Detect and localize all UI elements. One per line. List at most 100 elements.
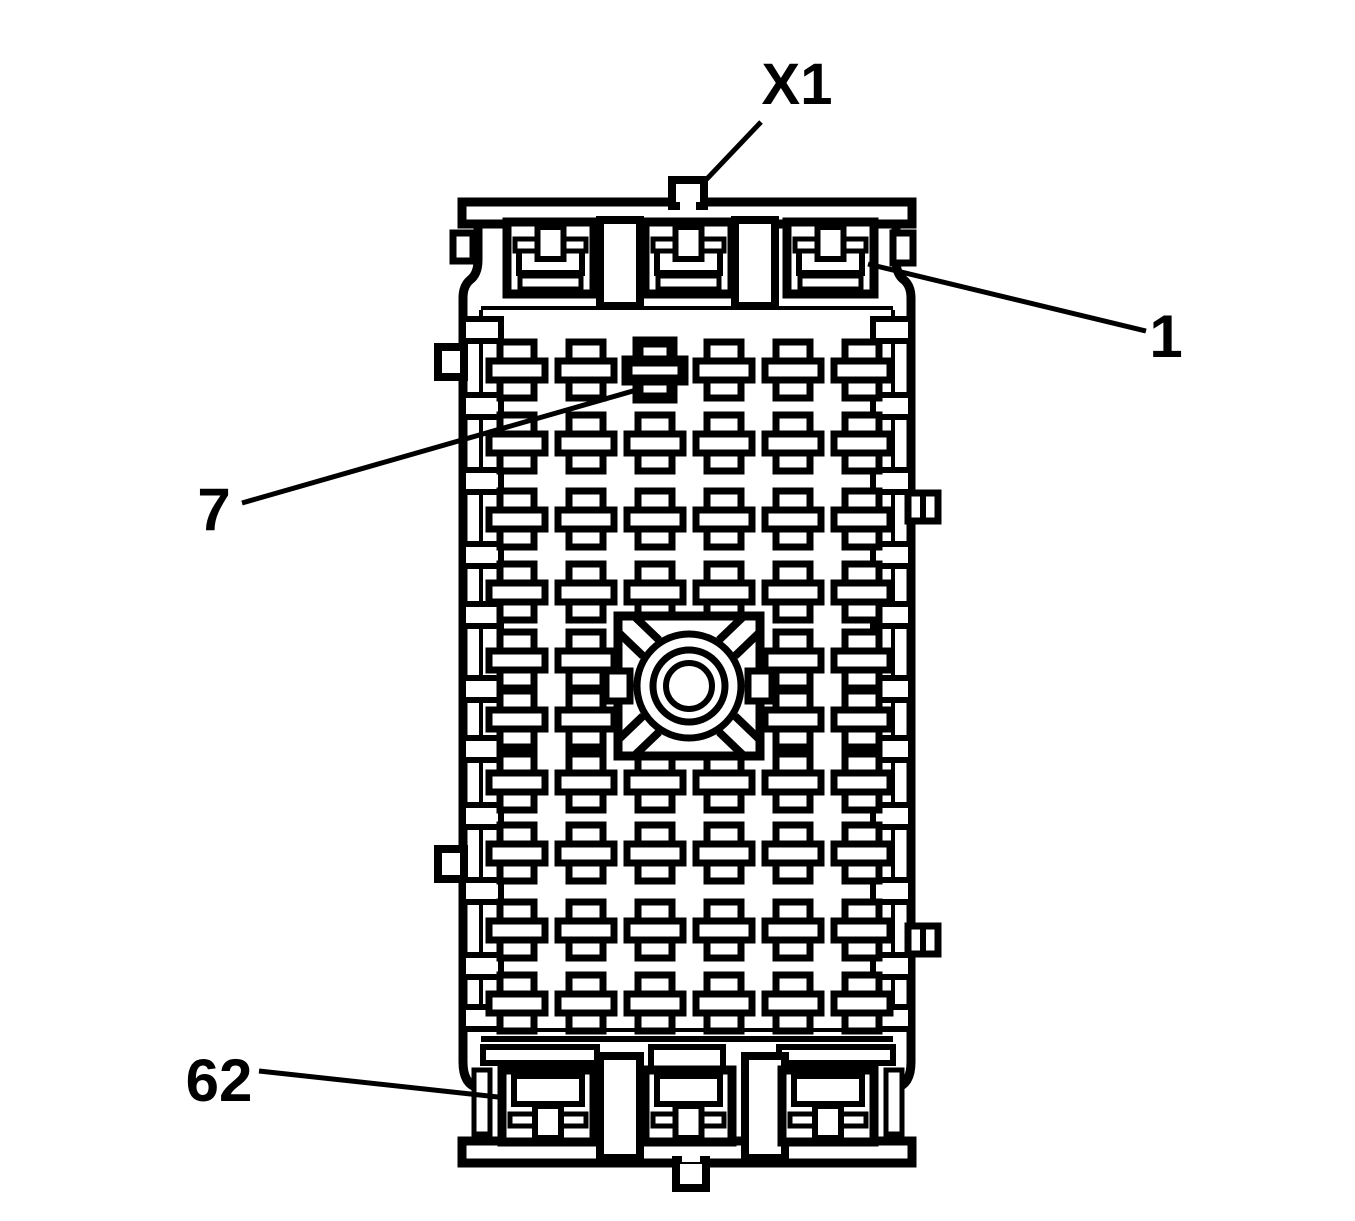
mount-strut [732,629,763,659]
mount-strut [615,713,646,743]
left-rail-tab [460,952,504,980]
cavity-wing [558,1111,589,1129]
cavity-wing [507,1111,538,1129]
terminal-pin-bar [692,357,756,384]
cavity-inner-rect [511,1073,585,1107]
terminal-pin-bar [554,430,618,457]
cavity-bottom-strip [655,273,722,292]
terminal-pin-bar [692,917,756,944]
terminal-pin-bar [554,769,618,796]
terminal-pin-bar [830,357,894,384]
top-divider-slot [731,216,779,310]
left-rail-tab [460,392,504,420]
terminal-pin-bar [485,430,549,457]
cavity-inner-rect [791,1073,865,1107]
mount-strut [615,629,646,659]
terminal-pin-bar [623,840,687,867]
terminal-pin-bar [830,990,894,1017]
terminal-pin-bar [692,506,756,533]
terminal-pin-bar [692,769,756,796]
callout-1-label: 1 [1149,303,1182,370]
terminal-pin-bar [485,990,549,1017]
left-rail-tab [460,802,504,830]
callout-7-label: 7 [197,476,230,543]
bottom-tab-channel [682,1150,700,1162]
left-rail-tab [460,601,504,629]
cavity-blade-slot [534,224,567,262]
bottom-large-cavity-section [471,1028,905,1162]
terminal-pin-bar [485,840,549,867]
cavity-wing [699,1111,727,1129]
mount-strut [631,729,662,759]
callout-1: 1 [867,261,1183,370]
terminal-pin-bar [623,506,687,533]
terminal-pin-bar [623,769,687,796]
cavity-wing [787,1111,818,1129]
terminal-pin-bar [623,430,687,457]
callout-7-leader-line [241,386,641,506]
terminal-pin-bar [623,579,687,606]
mount-side-notch [744,667,776,705]
terminal-pin-bar [485,647,549,674]
cavity-blade-slot [672,224,705,262]
left-rail-tab [460,467,504,495]
terminal-pin-bar [554,706,618,733]
terminal-pin-bar [761,430,825,457]
cavity-wing [650,236,678,254]
terminal-pin-bar [761,647,825,674]
bottom-lid-bar [480,1044,600,1066]
callout-1-leader-line [867,261,1147,334]
terminal-pin-bar [623,990,687,1017]
callout-62: 62 [186,1047,499,1114]
terminal-pin-bar [554,647,618,674]
terminal-pin-bar [692,579,756,606]
terminal-pin-bar [761,706,825,733]
right-rail-tab [870,877,914,905]
terminal-pin-bar [830,579,894,606]
top-tab-channel [680,199,696,215]
terminal-pin-bar [830,769,894,796]
cavity-blade-slot [532,1103,564,1141]
terminal-pin-bar [692,430,756,457]
cavity-blade-slot [814,224,847,262]
cavity-wing [841,236,869,254]
callout-62-label: 62 [186,1047,253,1114]
mount-strut [716,613,747,643]
terminal-pin-bar [554,357,618,384]
mount-side-notch [602,667,634,705]
mount-middle-ring [649,646,729,726]
cavity-bottom-strip [797,273,864,292]
terminal-pin-bar [761,917,825,944]
top-right-notch [889,229,917,267]
cavity-wing [650,1111,678,1129]
callout-x1-label: X1 [762,52,833,117]
terminal-pin-bar [830,506,894,533]
terminal-pin-bar [830,647,894,674]
callout-x1-leader-line [701,120,763,185]
terminal-pin-bar [830,430,894,457]
terminal-pin-bar [554,579,618,606]
right-rail-tab [870,316,914,344]
left-protrusion-lower [434,845,468,883]
left-rail-tab [460,877,504,905]
terminal-pin-bar [485,706,549,733]
left-protrusion-upper [434,343,468,381]
right-rail-tab [870,467,914,495]
top-large-cavity-section [481,216,893,310]
terminal-pin-bar [830,840,894,867]
bottom-index-tab [672,1156,710,1192]
terminal-pin-bar [554,990,618,1017]
top-divider-slot [596,216,644,310]
terminal-pin-bar [761,769,825,796]
terminal-pin-bar [485,917,549,944]
terminal-pin-bar [692,990,756,1017]
terminal-pin-bar [761,579,825,606]
small-terminal-grid [485,336,894,1035]
terminal-pin-bar [554,917,618,944]
cavity-wing [792,236,820,254]
terminal-pin-bar [761,840,825,867]
terminal-pin-bar [761,357,825,384]
terminal-pin-bar [692,840,756,867]
mount-strut [631,613,662,643]
